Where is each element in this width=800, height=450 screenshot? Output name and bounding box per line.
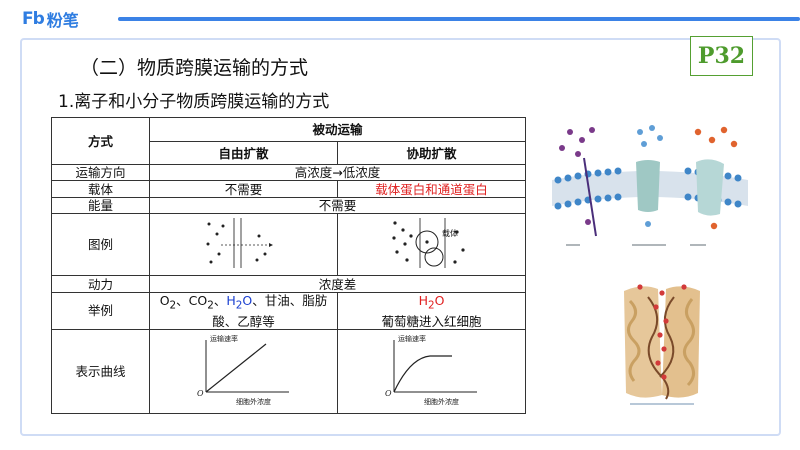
free-curve-origin: O: [197, 389, 204, 398]
curve-assisted: 运输速率 细胞外浓度 O: [336, 328, 527, 414]
water-formula: H2O: [226, 293, 253, 312]
curve-free: 运输速率 细胞外浓度 O: [149, 328, 338, 414]
fenbi-logo: Fb 粉笔: [22, 8, 79, 30]
examples-assisted-line2: 葡萄糖进入红细胞: [381, 313, 482, 329]
free-diffusion-figure: [206, 218, 273, 268]
examples-free-line1: O2、CO2、H2O、甘油、脂肪: [159, 293, 328, 312]
examples-free: O2、CO2、H2O、甘油、脂肪 酸、乙醇等: [149, 292, 338, 330]
water-channel-illustration: [618, 277, 706, 411]
row-label-energy: 能量: [51, 197, 150, 214]
facilitated-diffusion-diagram: 载体: [336, 213, 527, 276]
membrane-illustration-svg: [548, 118, 751, 254]
membrane-transport-illustration: [548, 118, 751, 254]
assisted-curve-origin: O: [385, 389, 392, 398]
free-curve-xlabel: 细胞外浓度: [236, 397, 271, 406]
row-label-curve: 表示曲线: [51, 328, 150, 414]
carrier-assisted: 载体蛋白和通道蛋白: [336, 180, 527, 198]
subtitle: 1.离子和小分子物质跨膜运输的方式: [58, 92, 330, 112]
examples-assisted-line1: H2O: [418, 293, 445, 312]
logo-name: 粉笔: [46, 11, 79, 30]
logo-mark: Fb: [22, 9, 45, 29]
header-facilitated-diffusion: 协助扩散: [336, 141, 527, 165]
carrier-free: 不需要: [149, 180, 338, 198]
energy-value: 不需要: [148, 197, 527, 214]
slide-frame: [20, 38, 781, 436]
row-label-carrier: 载体: [51, 180, 150, 198]
section-title: （二）物质跨膜运输的方式: [80, 57, 309, 79]
row-label-driving: 动力: [51, 275, 150, 293]
assisted-curve-xlabel: 细胞外浓度: [424, 397, 459, 406]
header-passive: 被动运输: [148, 117, 527, 142]
assisted-curve-ylabel: 运输速率: [398, 334, 426, 343]
row-label-diagram: 图例: [51, 213, 150, 276]
free-diffusion-curve: 运输速率 细胞外浓度 O: [197, 334, 289, 406]
examples-free-line2: 酸、乙醇等: [212, 313, 275, 329]
row-label-direction: 运输方向: [51, 164, 150, 181]
channel-illustration-svg: [618, 277, 706, 411]
free-curve-ylabel: 运输速率: [210, 334, 238, 343]
free-diffusion-diagram: [149, 213, 338, 276]
transport-table: 方式 被动运输 自由扩散 协助扩散 运输方向 高浓度→低浓度 载体 不需要 载体…: [51, 117, 527, 414]
carrier-label: 载体: [442, 228, 458, 238]
header-method: 方式: [51, 117, 150, 165]
page-badge: P32: [690, 36, 753, 76]
row-label-examples: 举例: [51, 292, 150, 330]
examples-assisted: H2O 葡萄糖进入红细胞: [336, 292, 527, 330]
facilitated-diffusion-curve: 运输速率 细胞外浓度 O: [385, 334, 477, 406]
facilitated-diffusion-figure: 载体: [391, 218, 465, 268]
driving-value: 浓度差: [148, 275, 527, 293]
header-free-diffusion: 自由扩散: [149, 141, 338, 165]
direction-value: 高浓度→低浓度: [148, 164, 527, 181]
header-rule: [118, 17, 800, 21]
